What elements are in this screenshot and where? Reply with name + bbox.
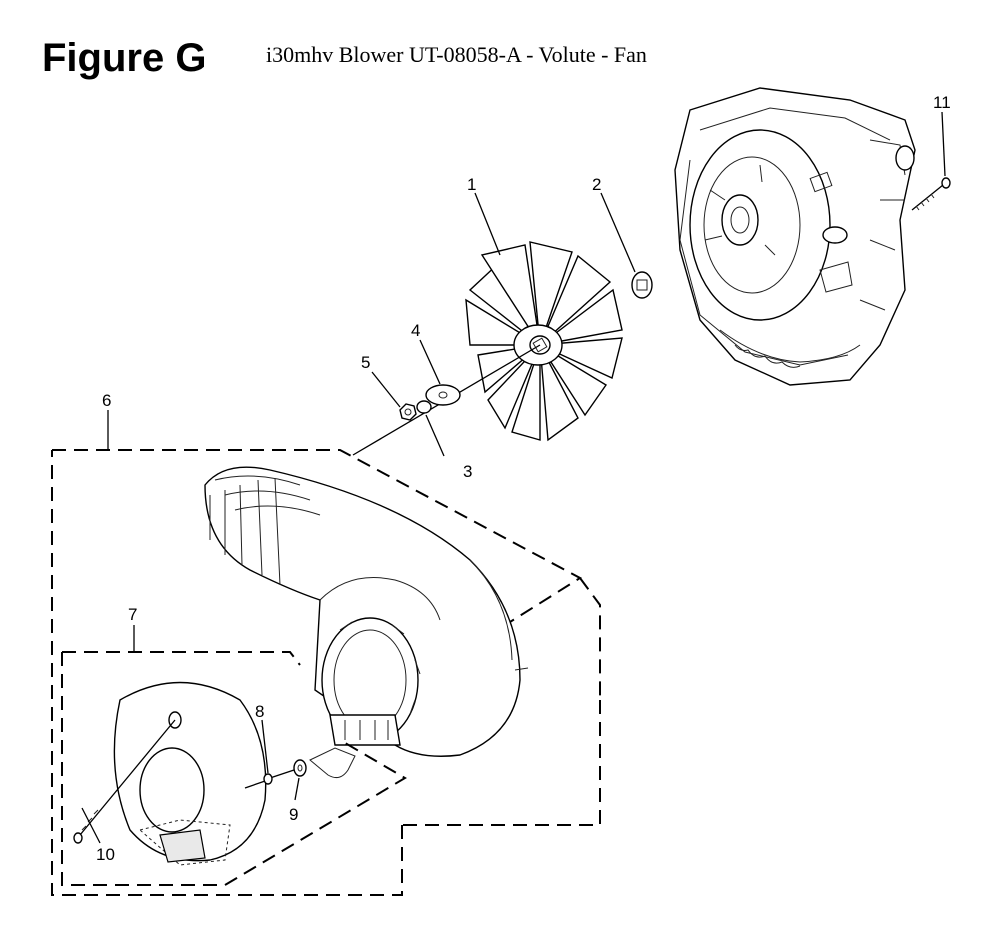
screw-11 (911, 177, 951, 211)
fan-impeller (465, 241, 623, 442)
callout-6: 6 (102, 391, 111, 410)
callout-8: 8 (255, 702, 264, 721)
callout-2: 2 (592, 175, 601, 194)
callout-11: 11 (933, 93, 951, 112)
switch-bracket (73, 719, 356, 844)
callout-5: 5 (361, 353, 370, 372)
callout-7: 7 (128, 605, 137, 624)
callout-1: 1 (467, 175, 476, 194)
volute-housing (204, 466, 529, 757)
callout-4: 4 (411, 321, 420, 340)
figure-title: i30mhv Blower UT-08058-A - Volute - Fan (266, 42, 647, 67)
motor-housing (674, 87, 916, 386)
group-boundary-7 (61, 651, 407, 886)
hub-washer-2 (631, 271, 653, 299)
callout-3: 3 (463, 462, 472, 481)
callout-9: 9 (289, 805, 298, 824)
fan-fasteners (352, 344, 541, 456)
callout-10: 10 (96, 845, 115, 864)
group-boundary-6 (51, 449, 601, 896)
figure-label: Figure G (42, 36, 207, 80)
volute-cover (113, 681, 267, 866)
leader-lines (81, 111, 946, 844)
